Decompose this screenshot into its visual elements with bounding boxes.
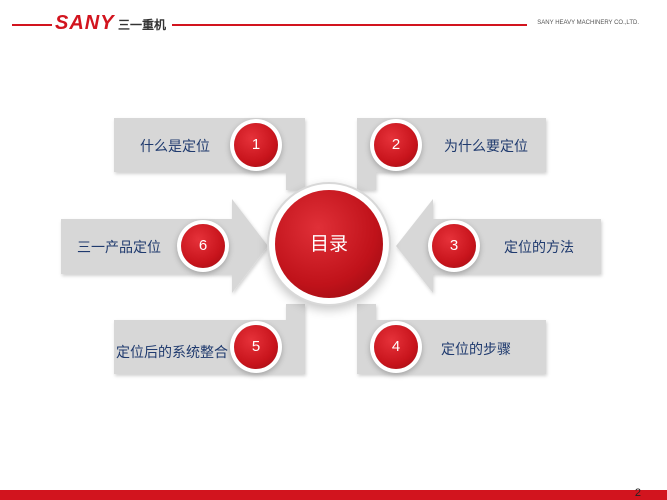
badge-3: 3 — [432, 224, 476, 268]
badge-6: 6 — [181, 224, 225, 268]
badge-5: 5 — [234, 325, 278, 369]
arrow-item-6 — [61, 199, 268, 293]
footer-bar — [0, 490, 667, 500]
item-label-2: 为什么要定位 — [444, 139, 528, 155]
page-number: 2 — [634, 487, 641, 499]
header-line-left — [12, 24, 52, 26]
badge-4: 4 — [374, 325, 418, 369]
center-title-circle: 目录 — [275, 190, 383, 298]
item-label-5: 定位后的系统整合 — [116, 345, 228, 361]
sany-logo: SANY — [55, 12, 115, 34]
item-label-3: 定位的方法 — [504, 240, 574, 256]
item-label-6: 三一产品定位 — [77, 240, 161, 256]
company-name: SANY HEAVY MACHINERY CO.,LTD. — [537, 20, 639, 26]
badge-2: 2 — [374, 123, 418, 167]
badge-1: 1 — [234, 123, 278, 167]
item-label-4: 定位的步骤 — [441, 342, 511, 358]
sany-logo-chinese: 三一重机 — [118, 18, 167, 32]
item-label-1: 什么是定位 — [140, 139, 210, 155]
header-line-right — [172, 24, 527, 26]
arrow-item-3 — [396, 199, 601, 293]
